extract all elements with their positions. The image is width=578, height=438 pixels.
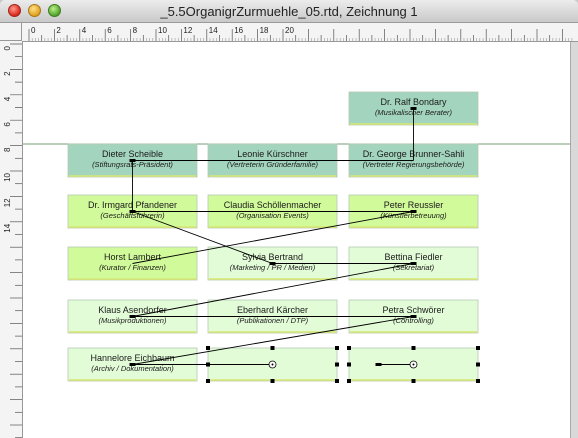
selection-handle[interactable] (206, 379, 210, 383)
window-title: _5.5OrganigrZurmuehle_05.rtd, Zeichnung … (160, 4, 418, 19)
selection-handle[interactable] (270, 346, 275, 350)
selection-handle[interactable] (411, 346, 416, 350)
ruler-label: 20 (285, 26, 294, 35)
ruler-label: 0 (3, 45, 12, 50)
ruler-label: 10 (3, 172, 12, 181)
close-window-button[interactable] (8, 4, 21, 17)
org-box-name: Claudia Schöllenmacher (224, 200, 322, 210)
ruler-label: 6 (3, 122, 12, 127)
connector-line[interactable] (132, 263, 414, 317)
ruler-label: 10 (158, 26, 167, 35)
selection-handle[interactable] (335, 379, 339, 383)
org-box-lambert[interactable]: Horst Lambert(Kurator / Finanzen) (67, 246, 198, 281)
org-box-name: Eberhard Kärcher (237, 305, 308, 315)
org-box-role: (Musikproduktionen) (99, 316, 167, 325)
vertical-scrollbar[interactable] (570, 42, 578, 438)
ruler-label: 2 (56, 26, 61, 35)
selection-handle[interactable] (411, 379, 416, 383)
org-box-role: (Archiv / Dokumentation) (91, 364, 174, 373)
selection-handle[interactable] (476, 379, 480, 383)
org-box-role: (Kurator / Finanzen) (99, 263, 166, 272)
center-handle-dot (412, 363, 415, 366)
connector-endpoint[interactable] (269, 262, 276, 265)
org-box-name: Horst Lambert (104, 252, 162, 262)
org-box-role: (Künstlerbetreuung) (380, 211, 447, 220)
connector-endpoint[interactable] (375, 363, 382, 366)
connector-endpoint[interactable] (410, 315, 417, 318)
org-chart-drawing[interactable]: Dr. Ralf Bondary(Musikalischer Berater)D… (23, 42, 570, 438)
connector-endpoint[interactable] (129, 363, 136, 366)
ruler-label: 4 (3, 96, 12, 101)
org-box-name: Dr. Ralf Bondary (380, 97, 447, 107)
org-box-role: (Marketing / PR / Medien) (230, 263, 316, 272)
minimize-window-button[interactable] (28, 4, 41, 17)
org-box-name: Peter Reussler (384, 200, 444, 210)
ruler-label: 8 (3, 147, 12, 152)
ruler-label: 8 (133, 26, 138, 35)
ruler-label: 18 (260, 26, 269, 35)
selection-handle[interactable] (476, 362, 480, 367)
horizontal-ruler[interactable]: 0 2 4 6 8 10 12 14 16 18 20 (22, 23, 578, 42)
org-box-role: (Sekretariat) (393, 263, 435, 272)
selection-handle[interactable] (270, 379, 275, 383)
connector-line[interactable] (132, 211, 273, 264)
horizontal-ruler-scale: 0 2 4 6 8 10 12 14 16 18 20 (28, 26, 573, 41)
org-box-role: (Controlling) (393, 316, 434, 325)
selection-handle[interactable] (335, 346, 339, 350)
selection-handle[interactable] (206, 346, 210, 350)
ruler-label: 2 (3, 71, 12, 76)
connector-endpoint[interactable] (410, 210, 417, 213)
connector-endpoint[interactable] (129, 210, 136, 213)
center-handle-dot (271, 363, 274, 366)
ruler-label: 16 (234, 26, 243, 35)
selection-handle[interactable] (347, 379, 351, 383)
ruler-label: 12 (183, 26, 192, 35)
vertical-ruler[interactable]: 0 2 4 6 8 10 12 14 (0, 41, 23, 438)
org-box-role: (Vertreter Regierungsbehörde) (363, 160, 465, 169)
ruler-label: 0 (31, 26, 36, 35)
org-box-name: Sylvia Bertrand (242, 252, 303, 262)
selection-handle[interactable] (347, 362, 351, 367)
org-box-name: Leonie Kürschner (237, 149, 308, 159)
org-box-role: (Geschäftsführerin) (100, 211, 165, 220)
connector-endpoint[interactable] (410, 262, 417, 265)
vertical-ruler-scale: 0 2 4 6 8 10 12 14 (3, 43, 22, 438)
selection-handle[interactable] (206, 362, 210, 367)
selection-handle[interactable] (335, 362, 339, 367)
org-box-name: Bettina Fiedler (384, 252, 442, 262)
org-box-role: (Vertreterin Gründerfamilie) (227, 160, 319, 169)
selection-handle[interactable] (476, 346, 480, 350)
connector-endpoint[interactable] (129, 315, 136, 318)
selection-handle[interactable] (347, 346, 351, 350)
ruler-label: 12 (3, 198, 12, 207)
org-box-name: Petra Schwörer (382, 305, 444, 315)
drawing-canvas[interactable]: Dr. Ralf Bondary(Musikalischer Berater)D… (23, 42, 570, 438)
org-box-role: (Publikationen / DTP) (237, 316, 309, 325)
org-box-name: Dieter Scheible (102, 149, 163, 159)
connector-endpoint[interactable] (410, 107, 417, 110)
org-box-name: Hannelore Eichbaum (90, 353, 174, 363)
connector-line[interactable] (132, 316, 414, 365)
ruler-corner (0, 23, 22, 41)
zoom-window-button[interactable] (48, 4, 61, 17)
ruler-label: 14 (209, 26, 218, 35)
title-bar[interactable]: _5.5OrganigrZurmuehle_05.rtd, Zeichnung … (0, 0, 578, 23)
org-box-role: (Organisation Events) (236, 211, 309, 220)
org-box-name: Klaus Asendorfer (98, 305, 167, 315)
ruler-label: 14 (3, 223, 12, 232)
ruler-label: 6 (107, 26, 112, 35)
ruler-label: 4 (82, 26, 87, 35)
connector-endpoint[interactable] (129, 159, 136, 162)
connector-line[interactable] (132, 211, 414, 264)
